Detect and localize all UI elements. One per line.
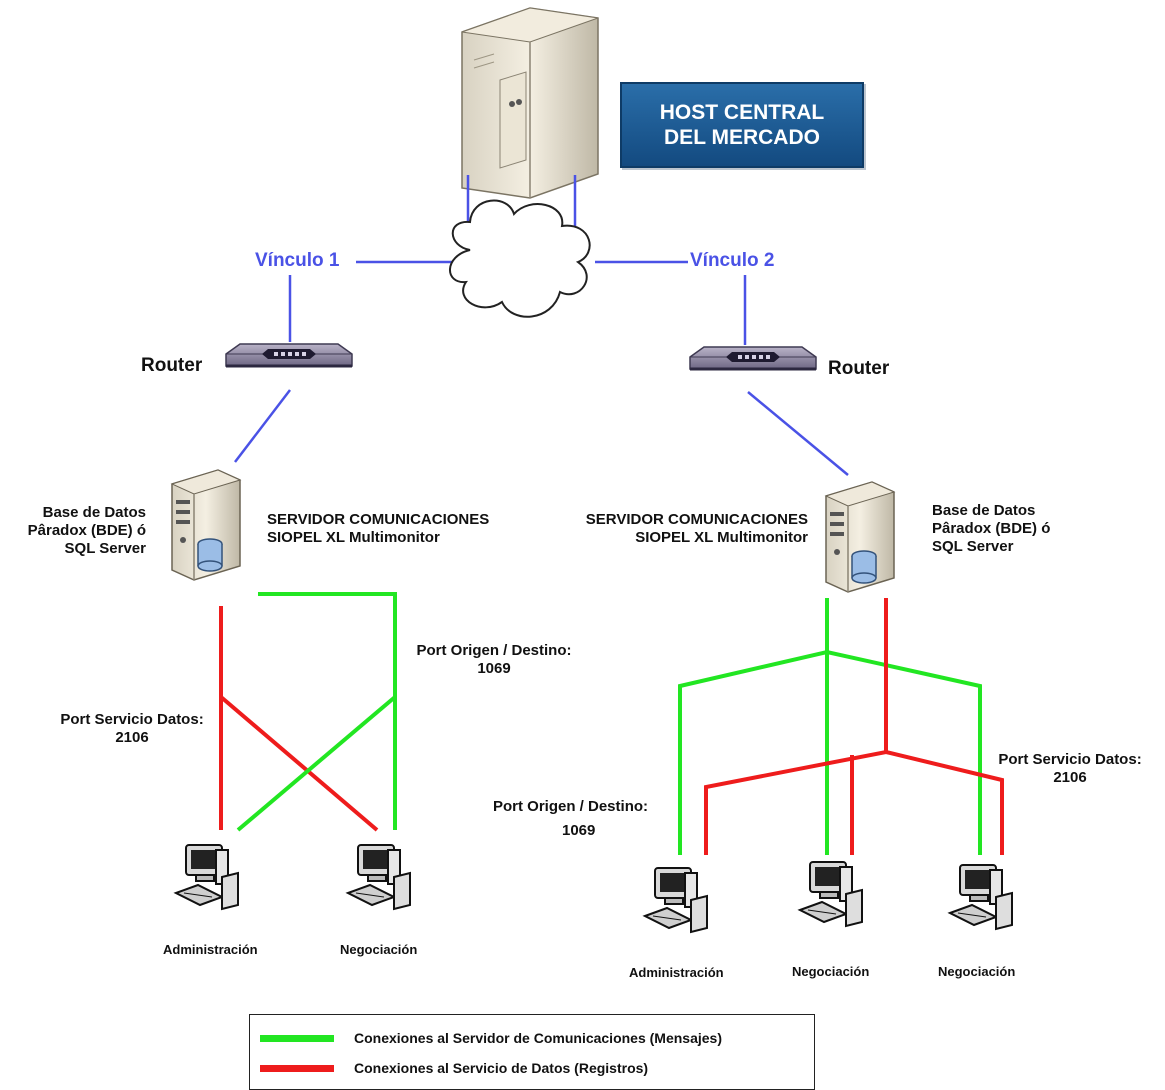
- workstation-icon: [949, 864, 1013, 930]
- router-icon: [224, 342, 354, 368]
- workstation-icon: [175, 844, 239, 910]
- left-workstation-admin-label: Administración: [163, 942, 258, 957]
- router-icon: [688, 345, 818, 371]
- legend-item: Conexiones al Servidor de Comunicaciones…: [250, 1025, 814, 1051]
- right-port-messages-label: Port Origen / Destino:: [493, 798, 649, 815]
- wan-links: [234, 175, 849, 476]
- right-workstation-neg1-label: Negociación: [792, 964, 870, 979]
- router-left-label: Router: [141, 355, 203, 376]
- right-workstation-admin-label: Administración: [629, 965, 724, 980]
- workstation-icon: [644, 867, 708, 933]
- left-workstation-neg-label: Negociación: [340, 942, 418, 957]
- link-1-label: Vínculo 1: [255, 250, 340, 271]
- legend-swatch-green: [260, 1034, 334, 1042]
- right-server-label: SERVIDOR COMUNICACIONES SIOPEL XL Multim…: [585, 511, 808, 546]
- left-port-data-label: Port Servicio Datos: 2106: [60, 711, 204, 746]
- right-connections: [678, 598, 1004, 855]
- database-server-icon: [825, 481, 895, 593]
- network-cloud-icon: [449, 199, 591, 318]
- left-database-label: Base de Datos Pâradox (BDE) ó SQL Server: [27, 504, 146, 557]
- right-database-label: Base de Datos Pâradox (BDE) ó SQL Server: [932, 502, 1051, 555]
- workstation-icon: [799, 861, 863, 927]
- legend-item: Conexiones al Servicio de Datos (Registr…: [250, 1055, 814, 1081]
- legend: Conexiones al Servidor de Comunicaciones…: [249, 1014, 815, 1090]
- right-port-data-label: Port Servicio Datos: 2106: [998, 751, 1142, 786]
- tower-server-icon: [461, 7, 599, 199]
- legend-text: Conexiones al Servidor de Comunicaciones…: [354, 1030, 722, 1046]
- link-2-label: Vínculo 2: [690, 250, 775, 271]
- left-server-label: SERVIDOR COMUNICACIONES SIOPEL XL Multim…: [267, 511, 490, 546]
- left-connections: [219, 592, 397, 832]
- right-workstation-neg2-label: Negociación: [938, 964, 1016, 979]
- workstation-icon: [347, 844, 411, 910]
- right-port-messages-value: 1069: [562, 822, 596, 839]
- legend-text: Conexiones al Servicio de Datos (Registr…: [354, 1060, 649, 1076]
- host-central-banner: HOST CENTRAL DEL MERCADO: [620, 82, 864, 168]
- left-port-messages-label: Port Origen / Destino: 1069: [416, 642, 572, 677]
- router-right-label: Router: [828, 358, 890, 379]
- legend-swatch-red: [260, 1064, 334, 1072]
- database-server-icon: [171, 469, 241, 581]
